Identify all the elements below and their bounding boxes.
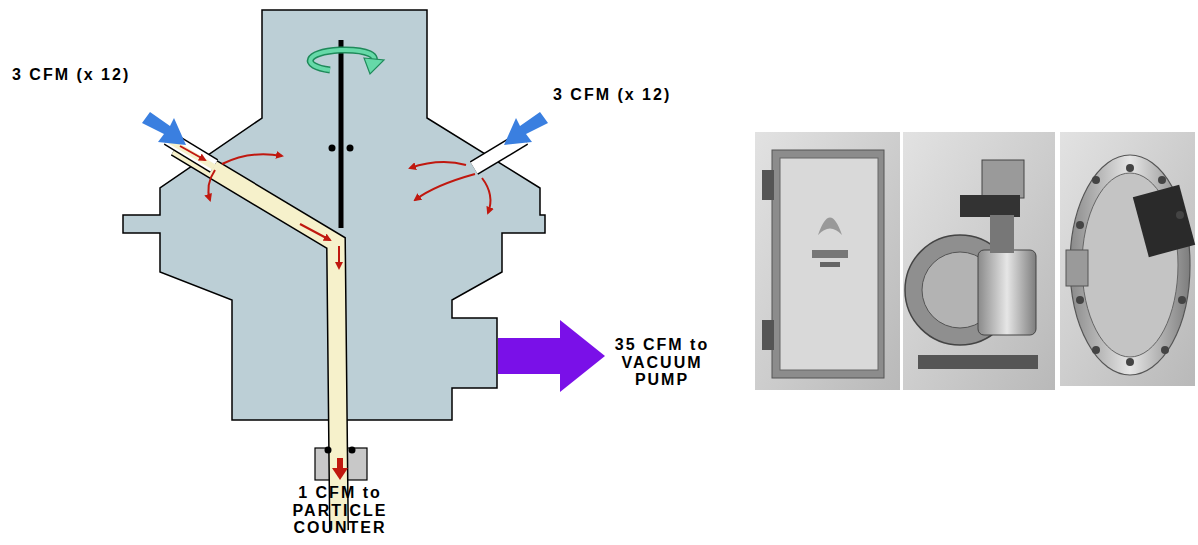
sample-tube-outline xyxy=(176,147,339,530)
rotation-arrowhead xyxy=(364,58,384,74)
flow-arrow xyxy=(180,146,205,160)
vacuum-pump-label: 35 CFM to VACUUM PUMP xyxy=(602,336,722,389)
seal xyxy=(329,145,336,152)
sample-exit-arrowhead xyxy=(332,468,348,480)
seal xyxy=(347,145,354,152)
flow-arrow xyxy=(300,224,330,240)
particle-counter-label: 1 CFM to PARTICLE COUNTER xyxy=(280,484,400,537)
flow-arrow xyxy=(415,174,475,200)
rotating-shaft xyxy=(339,40,344,228)
sample-tube xyxy=(176,147,339,530)
blower-photo xyxy=(903,132,1055,390)
flow-arrow xyxy=(208,170,215,200)
inlet-arrow xyxy=(142,112,186,145)
flow-arrows xyxy=(180,146,490,268)
flow-arrow xyxy=(482,178,490,213)
vacuum-arrow xyxy=(498,320,605,392)
flanged-unit-photo xyxy=(1060,132,1195,386)
seal xyxy=(325,447,332,454)
flow-rate-label: 3 CFM (x 12) xyxy=(12,66,130,84)
flow-arrow xyxy=(410,162,466,168)
seal xyxy=(349,447,356,454)
inlet-arrow xyxy=(504,112,548,145)
flow-rate-label: 3 CFM (x 12) xyxy=(553,86,671,104)
controller-photo xyxy=(755,132,900,390)
flow-arrow xyxy=(338,246,340,268)
sample-tube-inlet xyxy=(170,141,214,167)
flow-arrow xyxy=(222,154,282,164)
